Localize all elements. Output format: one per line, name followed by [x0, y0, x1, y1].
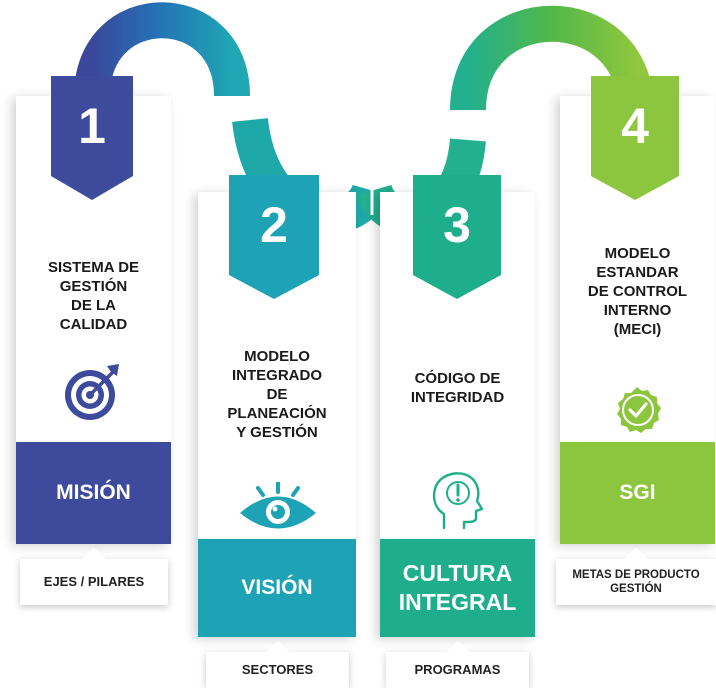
column-3-band: CULTURA INTEGRAL: [380, 539, 535, 637]
column-1-title: SISTEMA DE GESTIÓN DE LA CALIDAD: [47, 259, 140, 333]
column-3-title: CÓDIGO DE INTEGRIDAD: [410, 370, 505, 406]
column-3-ribbon: 3: [413, 175, 501, 299]
eye-icon: [236, 482, 320, 530]
column-1-band: MISIÓN: [16, 442, 171, 544]
column-4-ribbon: 4: [591, 76, 679, 200]
arc-1: [74, 2, 250, 98]
column-2-title: MODELO INTEGRADO DE PLANEACIÓN Y GESTIÓN: [227, 348, 327, 441]
column-1-ribbon: 1: [51, 76, 133, 200]
tag-notch: [265, 641, 290, 652]
column-3-number: 3: [443, 197, 471, 253]
column-4-number: 4: [621, 98, 649, 154]
check-badge-icon: [612, 385, 662, 435]
column-2-band: VISIÓN: [198, 539, 356, 637]
tag-notch: [624, 548, 648, 559]
column-1-tag: EJES / PILARES: [20, 548, 168, 605]
column-4-tag-label: METAS DE PRODUCTO GESTIÓN: [572, 569, 700, 595]
tag-notch: [82, 548, 106, 559]
column-2-tag: SECTORES: [206, 641, 349, 688]
arc-4: [450, 5, 654, 112]
column-1-number: 1: [78, 98, 106, 154]
column-4-band: SGI: [560, 442, 715, 544]
column-2-number: 2: [260, 197, 288, 253]
column-2-ribbon: 2: [229, 175, 319, 299]
head-idea-icon: [428, 468, 484, 530]
target-icon: [61, 362, 121, 422]
column-3-tag-label: PROGRAMAS: [414, 662, 501, 677]
column-4-tag: METAS DE PRODUCTO GESTIÓN: [556, 548, 716, 605]
column-2-tag-label: SECTORES: [241, 662, 314, 677]
tag-notch: [445, 641, 470, 652]
column-4-title: MODELO ESTANDAR DE CONTROL INTERNO (MECI…: [587, 245, 688, 338]
column-1-tag-label: EJES / PILARES: [43, 574, 145, 589]
column-3-tag: PROGRAMAS: [386, 641, 529, 688]
